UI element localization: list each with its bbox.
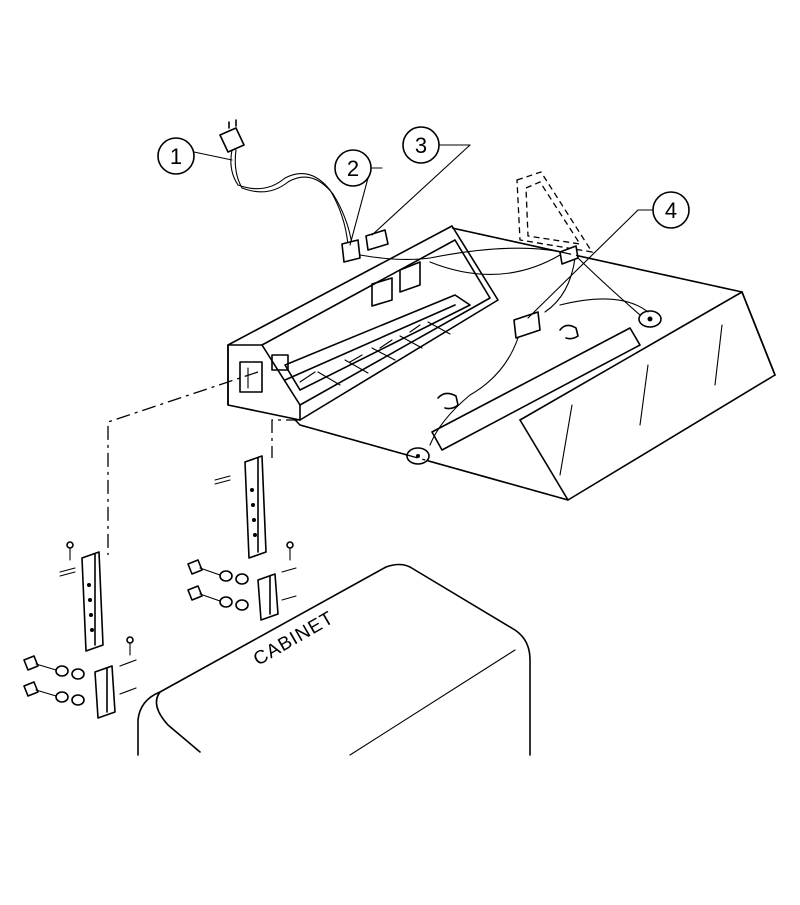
- mounting-hardware: [23, 455, 297, 719]
- light-box-frame: [227, 225, 499, 421]
- callout-2: 2: [334, 149, 383, 246]
- power-cord: [219, 119, 649, 446]
- callout-4: 4: [527, 191, 690, 319]
- callout-3: 3: [371, 126, 471, 236]
- callout-1-number: 1: [170, 144, 182, 169]
- callout-3-number: 3: [415, 133, 427, 158]
- callout-4-number: 4: [665, 198, 677, 223]
- swing-panel-dashed: [516, 171, 594, 253]
- callout-1: 1: [157, 137, 233, 175]
- assembly-lines: [107, 227, 743, 555]
- fluorescent-tube: [406, 310, 662, 465]
- callout-2-number: 2: [347, 156, 359, 181]
